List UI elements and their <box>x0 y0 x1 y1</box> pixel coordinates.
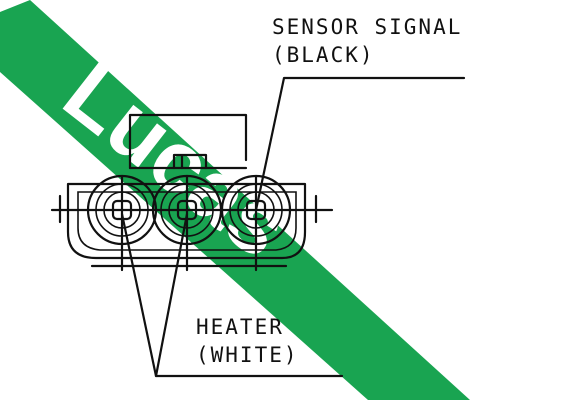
heater-color-label: (WHITE) <box>196 343 299 367</box>
watermark-band <box>0 0 470 400</box>
sensor-signal-label: SENSOR SIGNAL <box>272 15 462 39</box>
sensor-color-label: (BLACK) <box>272 43 375 67</box>
sensor-leader <box>254 76 466 212</box>
heater-leader-right <box>154 212 189 378</box>
leader-lines <box>120 76 466 378</box>
connector-latch <box>128 113 248 170</box>
connector-drawing <box>50 113 334 272</box>
housing-inner <box>77 191 297 251</box>
connector-pin-3 <box>220 174 292 272</box>
latch-tab <box>172 153 208 170</box>
connector-housing <box>66 182 307 260</box>
heater-label: HEATER <box>196 315 284 339</box>
watermark: Lucas <box>0 0 470 400</box>
